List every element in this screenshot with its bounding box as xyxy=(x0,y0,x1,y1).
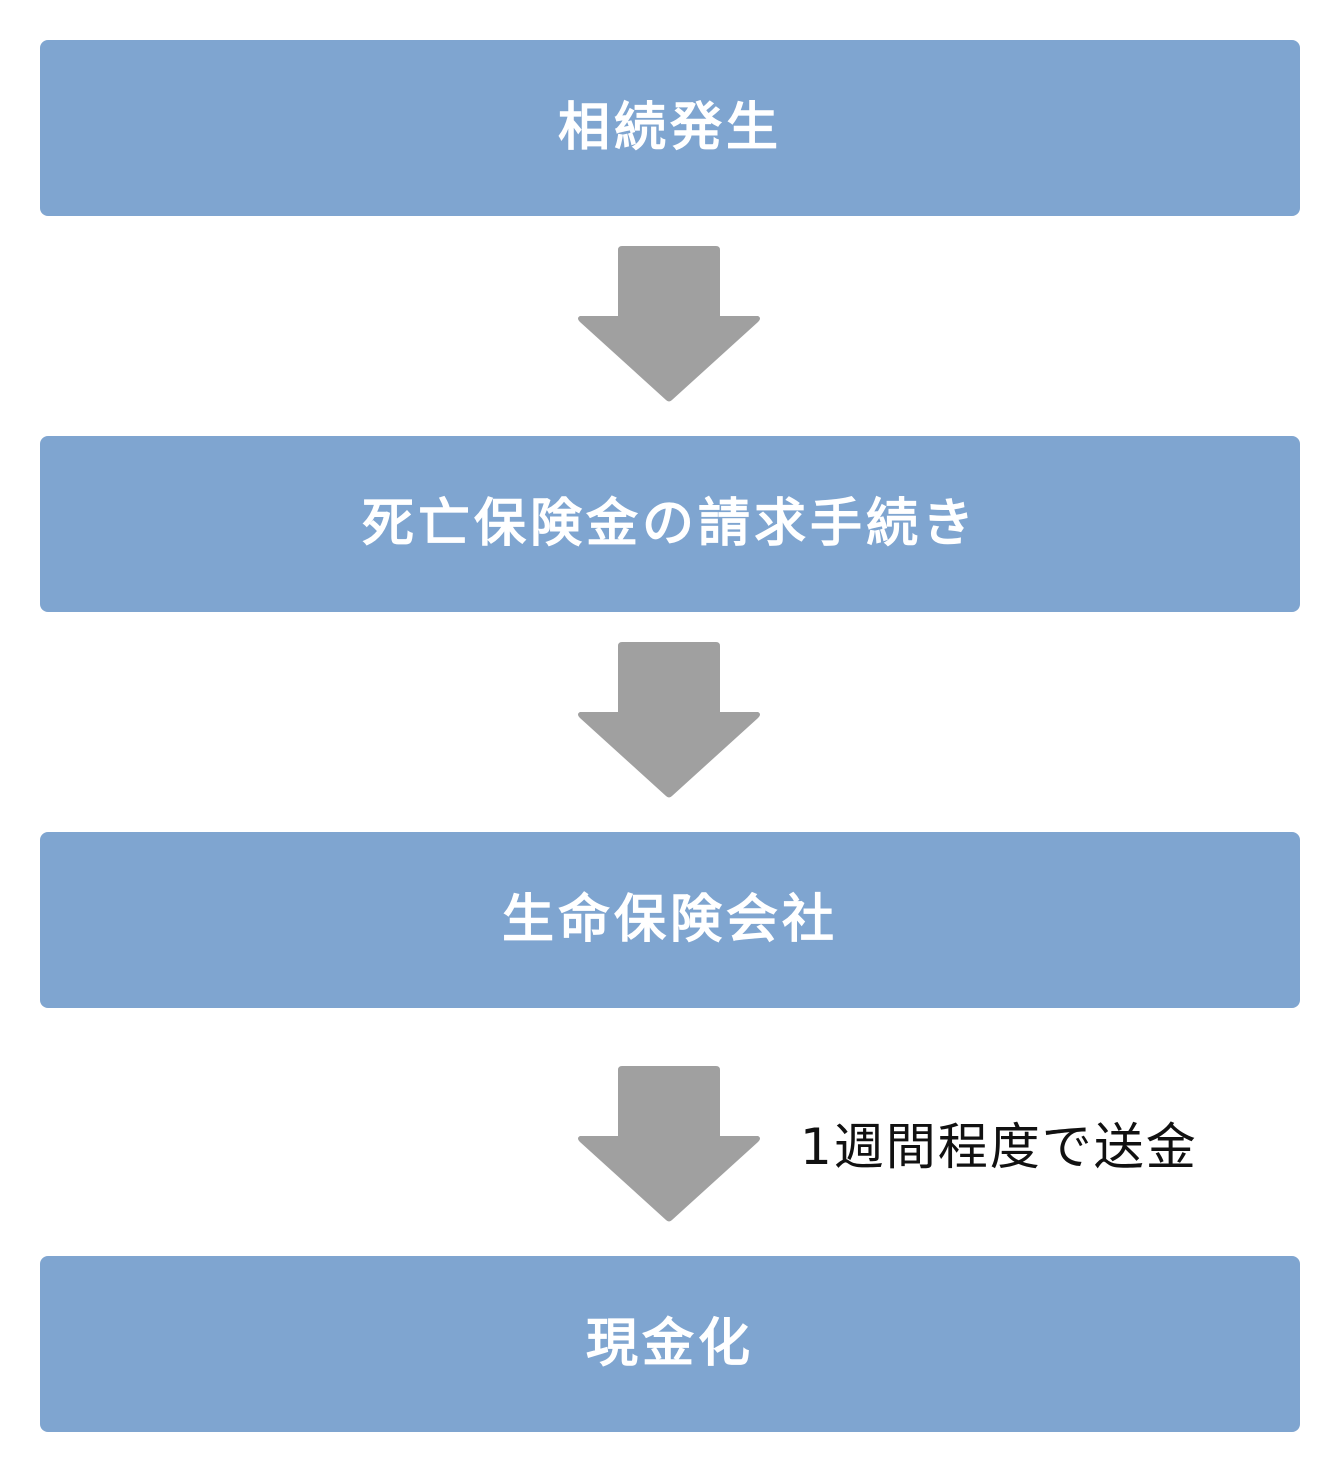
down-arrow-icon xyxy=(574,1066,764,1226)
transfer-time-note: 1週間程度で送金 xyxy=(800,1118,1198,1176)
flow-step-inheritance: 相続発生 xyxy=(40,40,1300,216)
flow-step-cash-out: 現金化 xyxy=(40,1256,1300,1432)
step-label: 相続発生 xyxy=(557,98,782,158)
flow-step-claim-procedure: 死亡保険金の請求手続き xyxy=(40,436,1300,612)
step-label: 死亡保険金の請求手続き xyxy=(361,494,978,554)
step-label: 現金化 xyxy=(585,1314,754,1374)
step-label: 生命保険会社 xyxy=(501,890,838,950)
down-arrow-icon xyxy=(574,246,764,406)
flow-step-insurance-company: 生命保険会社 xyxy=(40,832,1300,1008)
down-arrow-icon xyxy=(574,642,764,802)
